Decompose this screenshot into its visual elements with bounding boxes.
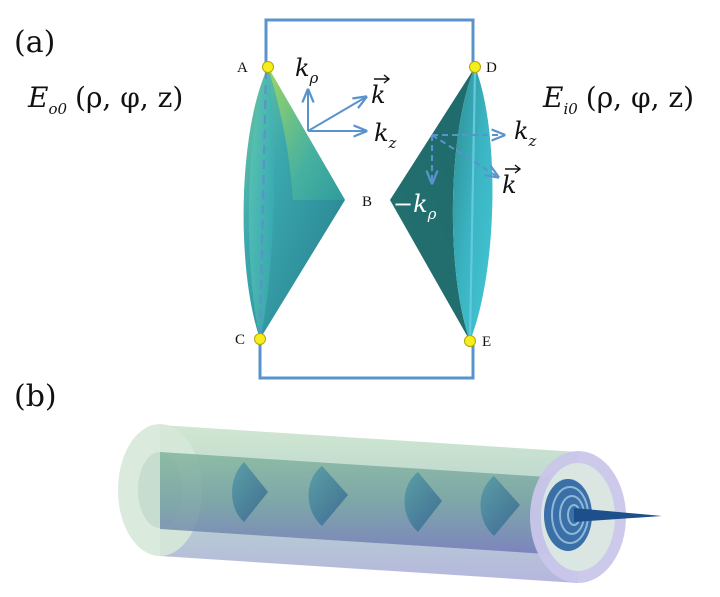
k-vector-label: k [371,74,391,109]
panel-a: (a) kρ [14,18,694,380]
point-e-marker [464,335,476,347]
point-a-marker [262,61,274,73]
panel-a-label: (a) [14,25,55,60]
panel-b-label: (b) [14,379,57,414]
point-c-marker [254,333,266,345]
tube-end-cap [530,451,662,583]
k-z-label: kz [374,119,397,152]
k-rho-label: kρ [295,54,319,87]
frame-line [258,18,475,380]
right-vectors [432,135,504,183]
point-b-label: B [362,194,372,210]
inner-tube [160,452,578,556]
k-vector-right-label: k [502,164,522,199]
left-cone [243,67,345,339]
field-right-label: Ei0(ρ, φ, z) [542,81,694,118]
svg-text:k: k [502,171,517,199]
point-c-label: C [235,332,245,348]
panel-b: (b) [14,379,662,583]
minus-k-rho-label: −kρ [393,190,437,223]
svg-text:k: k [371,81,386,109]
inner-cones [232,462,520,536]
point-d-marker [469,61,481,73]
k-z-right-label: kz [514,117,537,150]
point-e-label: E [482,334,491,350]
left-vectors [308,90,366,131]
point-a-label: A [237,60,248,76]
point-d-label: D [486,60,497,76]
field-left-label: Eo0(ρ, φ, z) [27,81,183,118]
